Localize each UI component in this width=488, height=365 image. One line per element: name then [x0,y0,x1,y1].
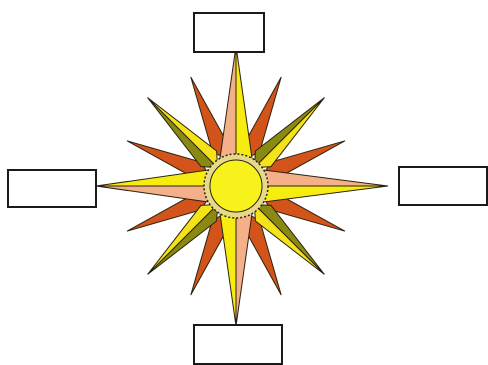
south-label-box[interactable] [193,324,283,365]
center-sun [204,154,268,218]
north-label-box[interactable] [193,12,265,53]
east-label-box[interactable] [398,166,488,206]
west-label-box[interactable] [7,169,97,208]
sun-disc [210,160,262,212]
